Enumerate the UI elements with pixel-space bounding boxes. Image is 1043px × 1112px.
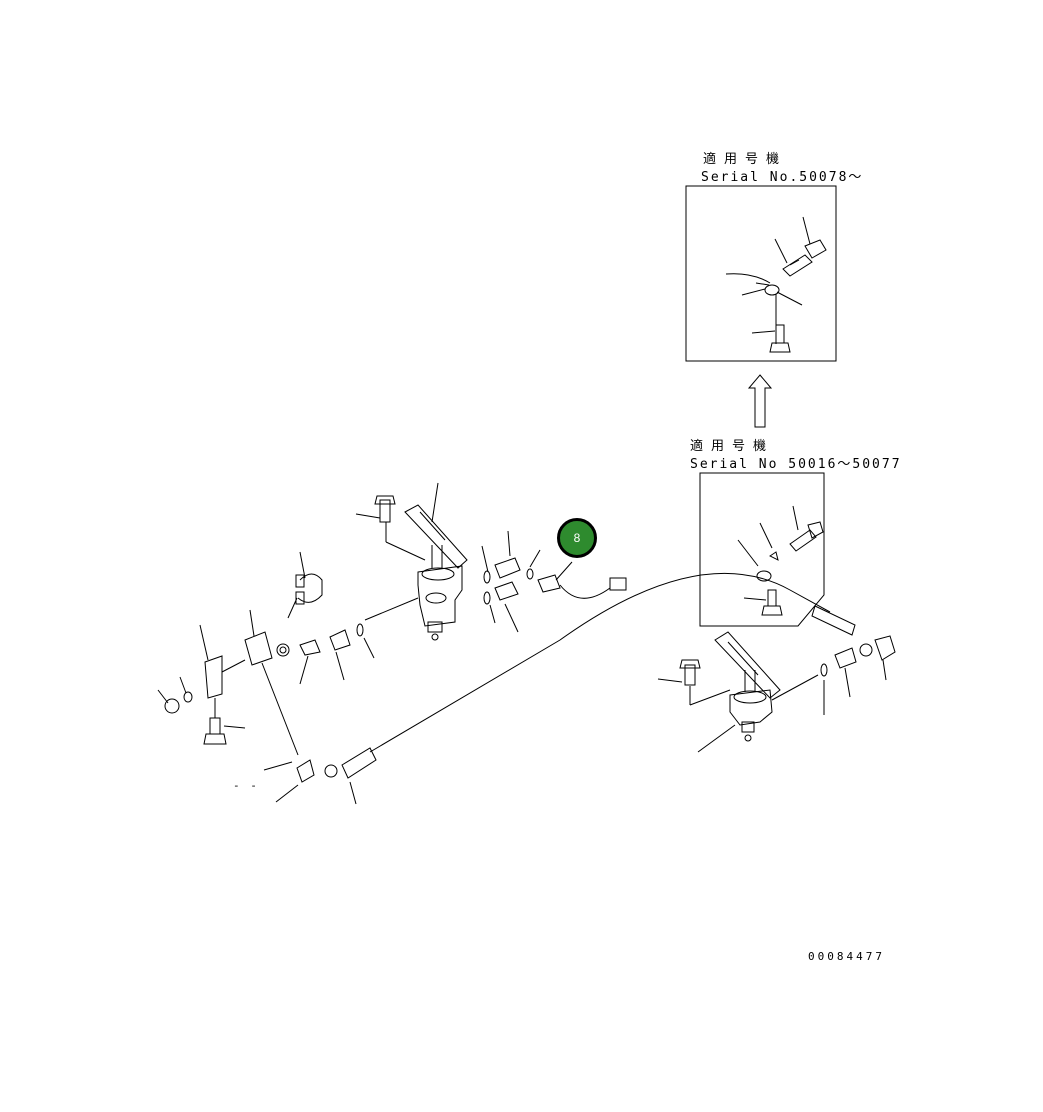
sensor-harness xyxy=(527,562,626,598)
inset-frame-bottom xyxy=(700,473,824,626)
inset-frame-top xyxy=(686,186,836,361)
dash-marks: - - xyxy=(233,779,259,792)
up-arrow xyxy=(749,375,771,427)
pedal-valve-assembly-right xyxy=(658,632,895,752)
inset-bottom-serial: Serial No 50016～50077 xyxy=(690,457,902,472)
inset-top-serial: Serial No.50078～ xyxy=(701,170,864,185)
drawing-number: 00084477 xyxy=(808,950,885,963)
pedal-valve-assembly xyxy=(158,483,855,804)
part-callout-8[interactable]: 8 xyxy=(557,518,597,558)
inset-top-heading: 適用号機 xyxy=(703,152,788,167)
inset-bottom-heading: 適用号機 xyxy=(690,439,775,454)
